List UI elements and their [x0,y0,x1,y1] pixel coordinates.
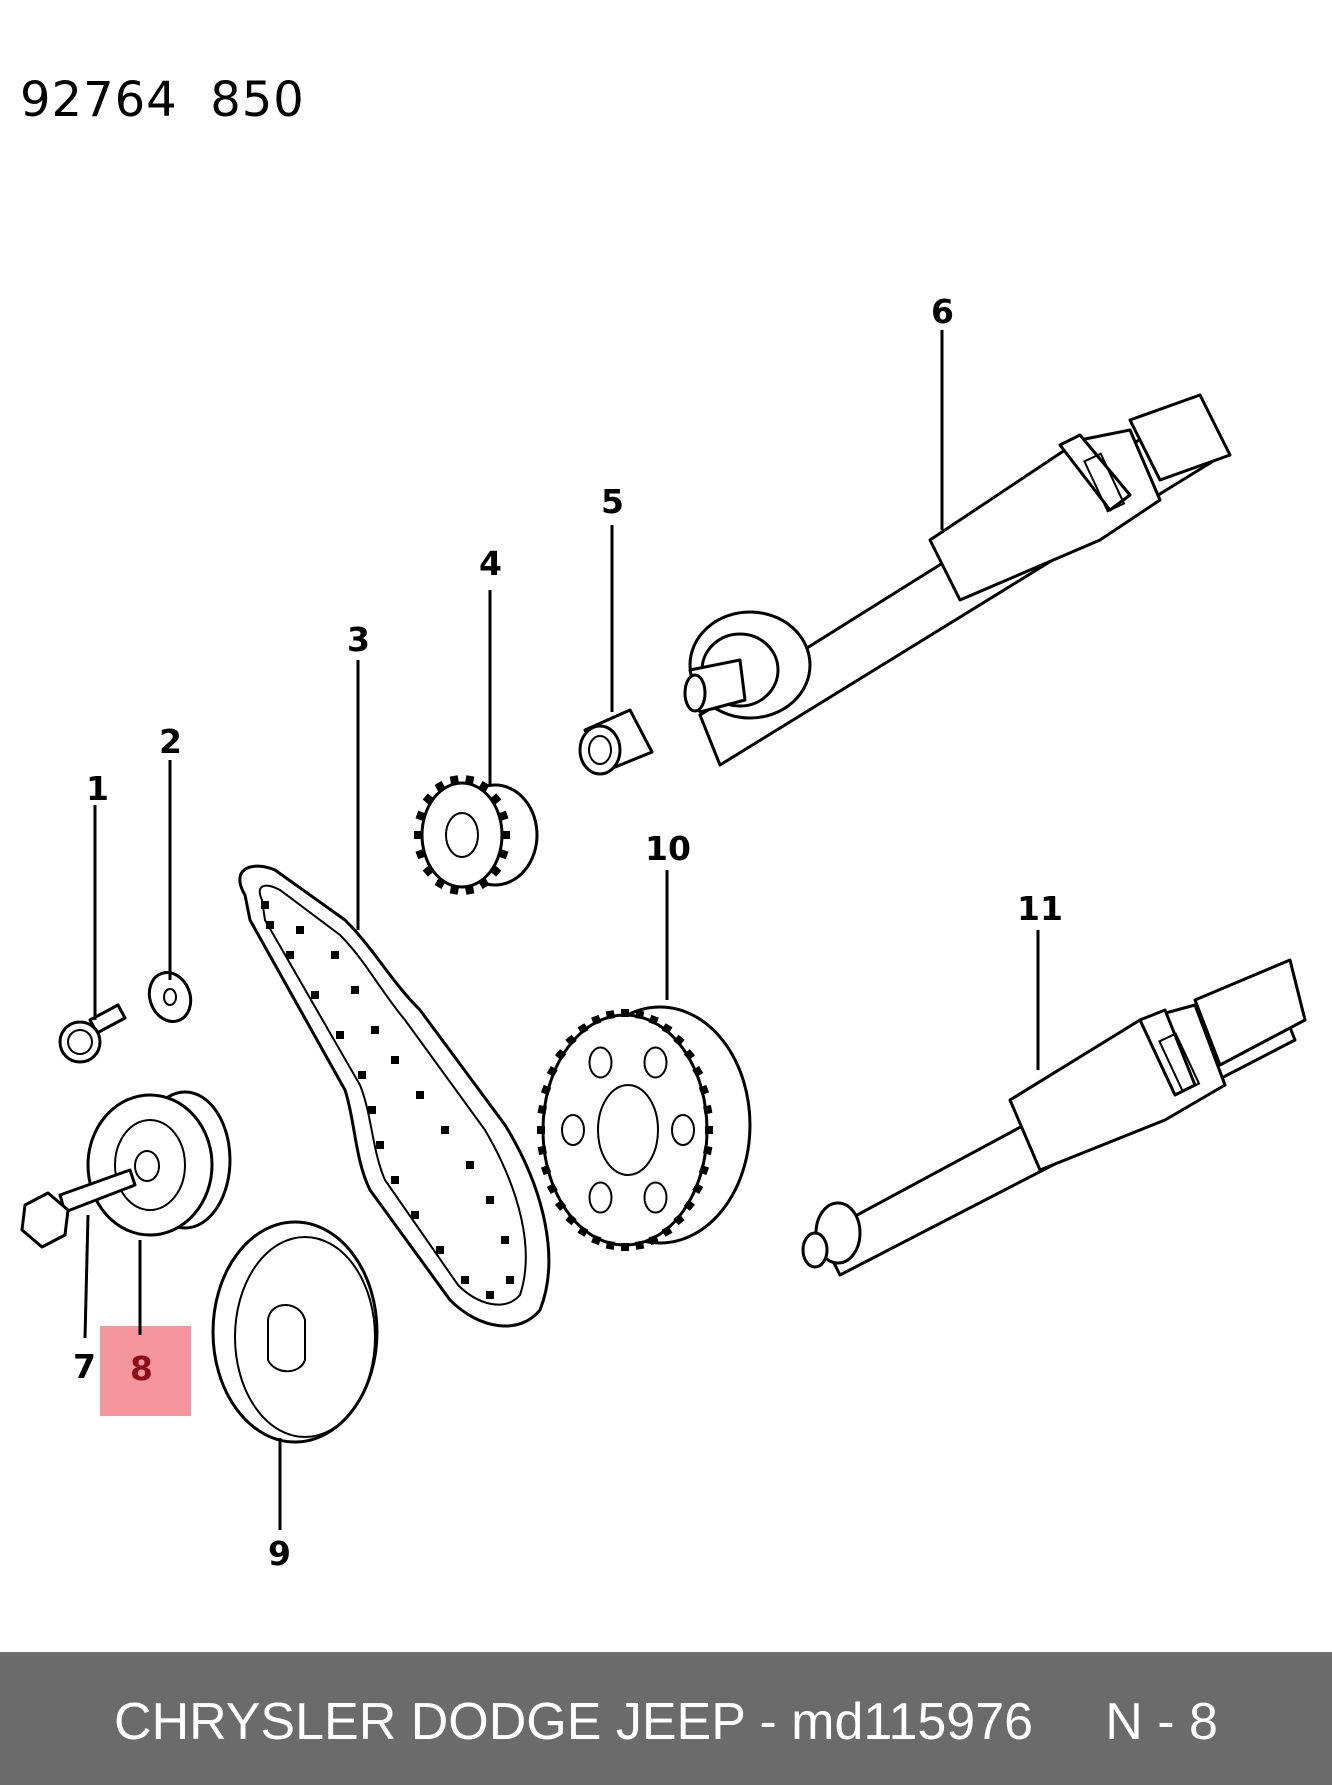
part-5-bushing [578,708,654,776]
part-7-tensioner-bolt [20,1168,137,1249]
part-9-guide-plate [211,1220,379,1444]
part-1-bolt [58,1003,127,1064]
callout-10: 10 [645,829,691,868]
callout-labels: 1 2 3 4 5 6 7 8 9 10 11 [73,292,1063,1573]
footer-part-info: CHRYSLER DODGE JEEP - md115976 N - 8 [114,1693,1218,1751]
callout-5: 5 [601,482,624,521]
part-4-small-sprocket [414,775,539,895]
callout-9: 9 [268,1534,291,1573]
footer-bar: CHRYSLER DODGE JEEP - md115976 N - 8 [0,1652,1332,1785]
callout-4: 4 [479,544,502,583]
part-6-upper-shaft [683,393,1232,767]
leader-lines [83,330,1040,1530]
callout-2: 2 [159,722,182,761]
callout-1: 1 [86,769,109,808]
part-3-timing-belt [238,864,551,1328]
callout-6: 6 [931,292,954,331]
callout-3: 3 [347,620,370,659]
exploded-parts-diagram: 1 2 3 4 5 6 7 8 9 10 11 [20,292,1307,1573]
part-11-lower-shaft [801,958,1307,1277]
part-2-washer [147,971,193,1023]
part-8-tensioner-pulley [86,1090,232,1237]
callout-11: 11 [1017,889,1063,928]
reference-code: 92764 850 [20,72,305,128]
callout-7: 7 [73,1347,96,1386]
callout-8: 8 [130,1349,153,1388]
highlight-marker-8 [100,1326,191,1416]
part-10-large-sprocket [537,1005,752,1251]
